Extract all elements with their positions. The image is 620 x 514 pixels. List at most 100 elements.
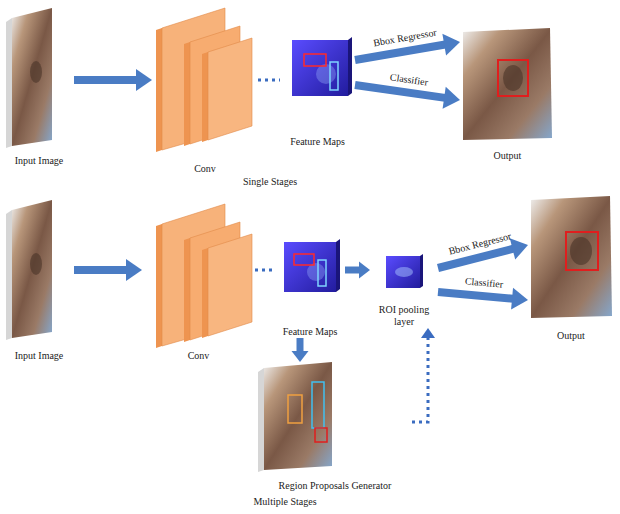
layer-edge <box>156 224 162 348</box>
connector-line <box>258 79 280 82</box>
map-face <box>284 242 336 292</box>
connector <box>345 262 370 279</box>
map-face <box>386 256 420 288</box>
map-edge <box>336 239 340 292</box>
photo-edge <box>6 210 12 340</box>
wound-spot <box>503 65 523 91</box>
layer-face <box>208 234 252 336</box>
photo-edge <box>6 18 12 148</box>
layer-edge <box>202 52 208 142</box>
layer-edge <box>184 42 190 146</box>
stage-title: Multiple Stages <box>253 496 316 508</box>
roi-pooling-node: ROI pooling layer <box>370 253 438 328</box>
conv-node: Conv <box>152 5 258 175</box>
output-photo <box>531 196 612 318</box>
wound-spot <box>570 237 592 265</box>
photo-face <box>531 196 612 318</box>
node-caption: Output <box>494 150 522 162</box>
map-glow <box>316 64 336 84</box>
connector-line <box>255 269 275 272</box>
layer-face <box>208 38 252 140</box>
arrow-head <box>421 328 435 338</box>
map-edge <box>420 254 423 288</box>
connector <box>292 338 309 362</box>
wound-spot <box>30 253 42 275</box>
connector <box>355 85 460 109</box>
node-caption: Conv <box>188 350 210 362</box>
feature-map <box>284 239 340 292</box>
feature-map-node: Feature Maps <box>280 38 355 148</box>
detection-box <box>566 232 598 270</box>
proposal-box <box>288 395 302 423</box>
proposal-node: Region Proposals Generator <box>258 362 412 492</box>
edge-label: Classifier <box>465 275 504 290</box>
input-photo <box>6 200 52 340</box>
arrow-head <box>510 238 528 259</box>
layer-edge <box>156 28 162 152</box>
output-photo <box>463 28 552 140</box>
arrow-head <box>511 288 528 310</box>
proposal-box <box>315 428 327 442</box>
node-caption: Input Image <box>15 350 64 362</box>
photo-edge <box>258 368 264 472</box>
connector-line <box>297 338 304 352</box>
connector <box>412 328 435 422</box>
connector <box>255 270 275 271</box>
map-face <box>292 40 348 96</box>
conv-node: Conv <box>142 200 255 362</box>
edge-label: Classifier <box>390 71 430 88</box>
input-photo <box>6 8 52 148</box>
connector-line <box>74 76 137 84</box>
wound-spot <box>30 61 42 83</box>
feature-map-node: Feature Maps <box>275 238 345 338</box>
arrow-head <box>442 34 460 56</box>
node-caption: Conv <box>194 163 216 175</box>
conv-layers <box>156 8 252 152</box>
proposal-box <box>312 382 324 428</box>
roi-map <box>386 254 423 288</box>
connector-line <box>74 266 127 274</box>
photo-face <box>264 362 332 470</box>
arrow-head <box>292 351 309 362</box>
node-caption: Input Image <box>15 155 64 167</box>
node-caption: Feature Maps <box>283 326 338 338</box>
map-edge <box>348 37 352 96</box>
proposal-box <box>330 62 338 90</box>
output-node: Output <box>460 25 555 162</box>
photo-face <box>463 28 552 140</box>
arrow-head <box>126 259 142 281</box>
connector <box>74 69 152 91</box>
proposal-box <box>294 254 314 265</box>
connector-line <box>355 45 445 60</box>
layer-edge <box>184 238 190 342</box>
conv-layers <box>156 204 252 348</box>
connector-line <box>355 85 445 98</box>
connector-line <box>412 337 428 422</box>
image-node: Input Image <box>4 197 74 362</box>
output-node: Output <box>528 193 614 342</box>
arrow-head <box>443 87 460 109</box>
edge-label: Bbox Regressor <box>373 27 438 50</box>
node-caption: Output <box>557 330 585 342</box>
connector <box>438 288 528 310</box>
photo-face <box>12 200 52 338</box>
layer-edge <box>202 248 208 338</box>
connector-line <box>438 292 513 299</box>
feature-map <box>292 37 352 96</box>
proposal-box <box>304 54 326 66</box>
connector <box>74 259 142 281</box>
image-node: Input Image <box>4 5 74 167</box>
stage-title: Single Stages <box>243 176 297 188</box>
arrow-head <box>136 69 152 91</box>
detection-box <box>498 60 528 96</box>
proposal-box <box>318 260 326 286</box>
node-caption: Region Proposals Generator <box>279 480 392 492</box>
edge-label: Bbox Regressor <box>447 230 512 258</box>
photo-face <box>12 8 52 146</box>
node-caption: Feature Maps <box>290 136 345 148</box>
map-glow <box>395 267 413 277</box>
connector <box>258 80 280 81</box>
proposal-photo <box>258 362 332 472</box>
